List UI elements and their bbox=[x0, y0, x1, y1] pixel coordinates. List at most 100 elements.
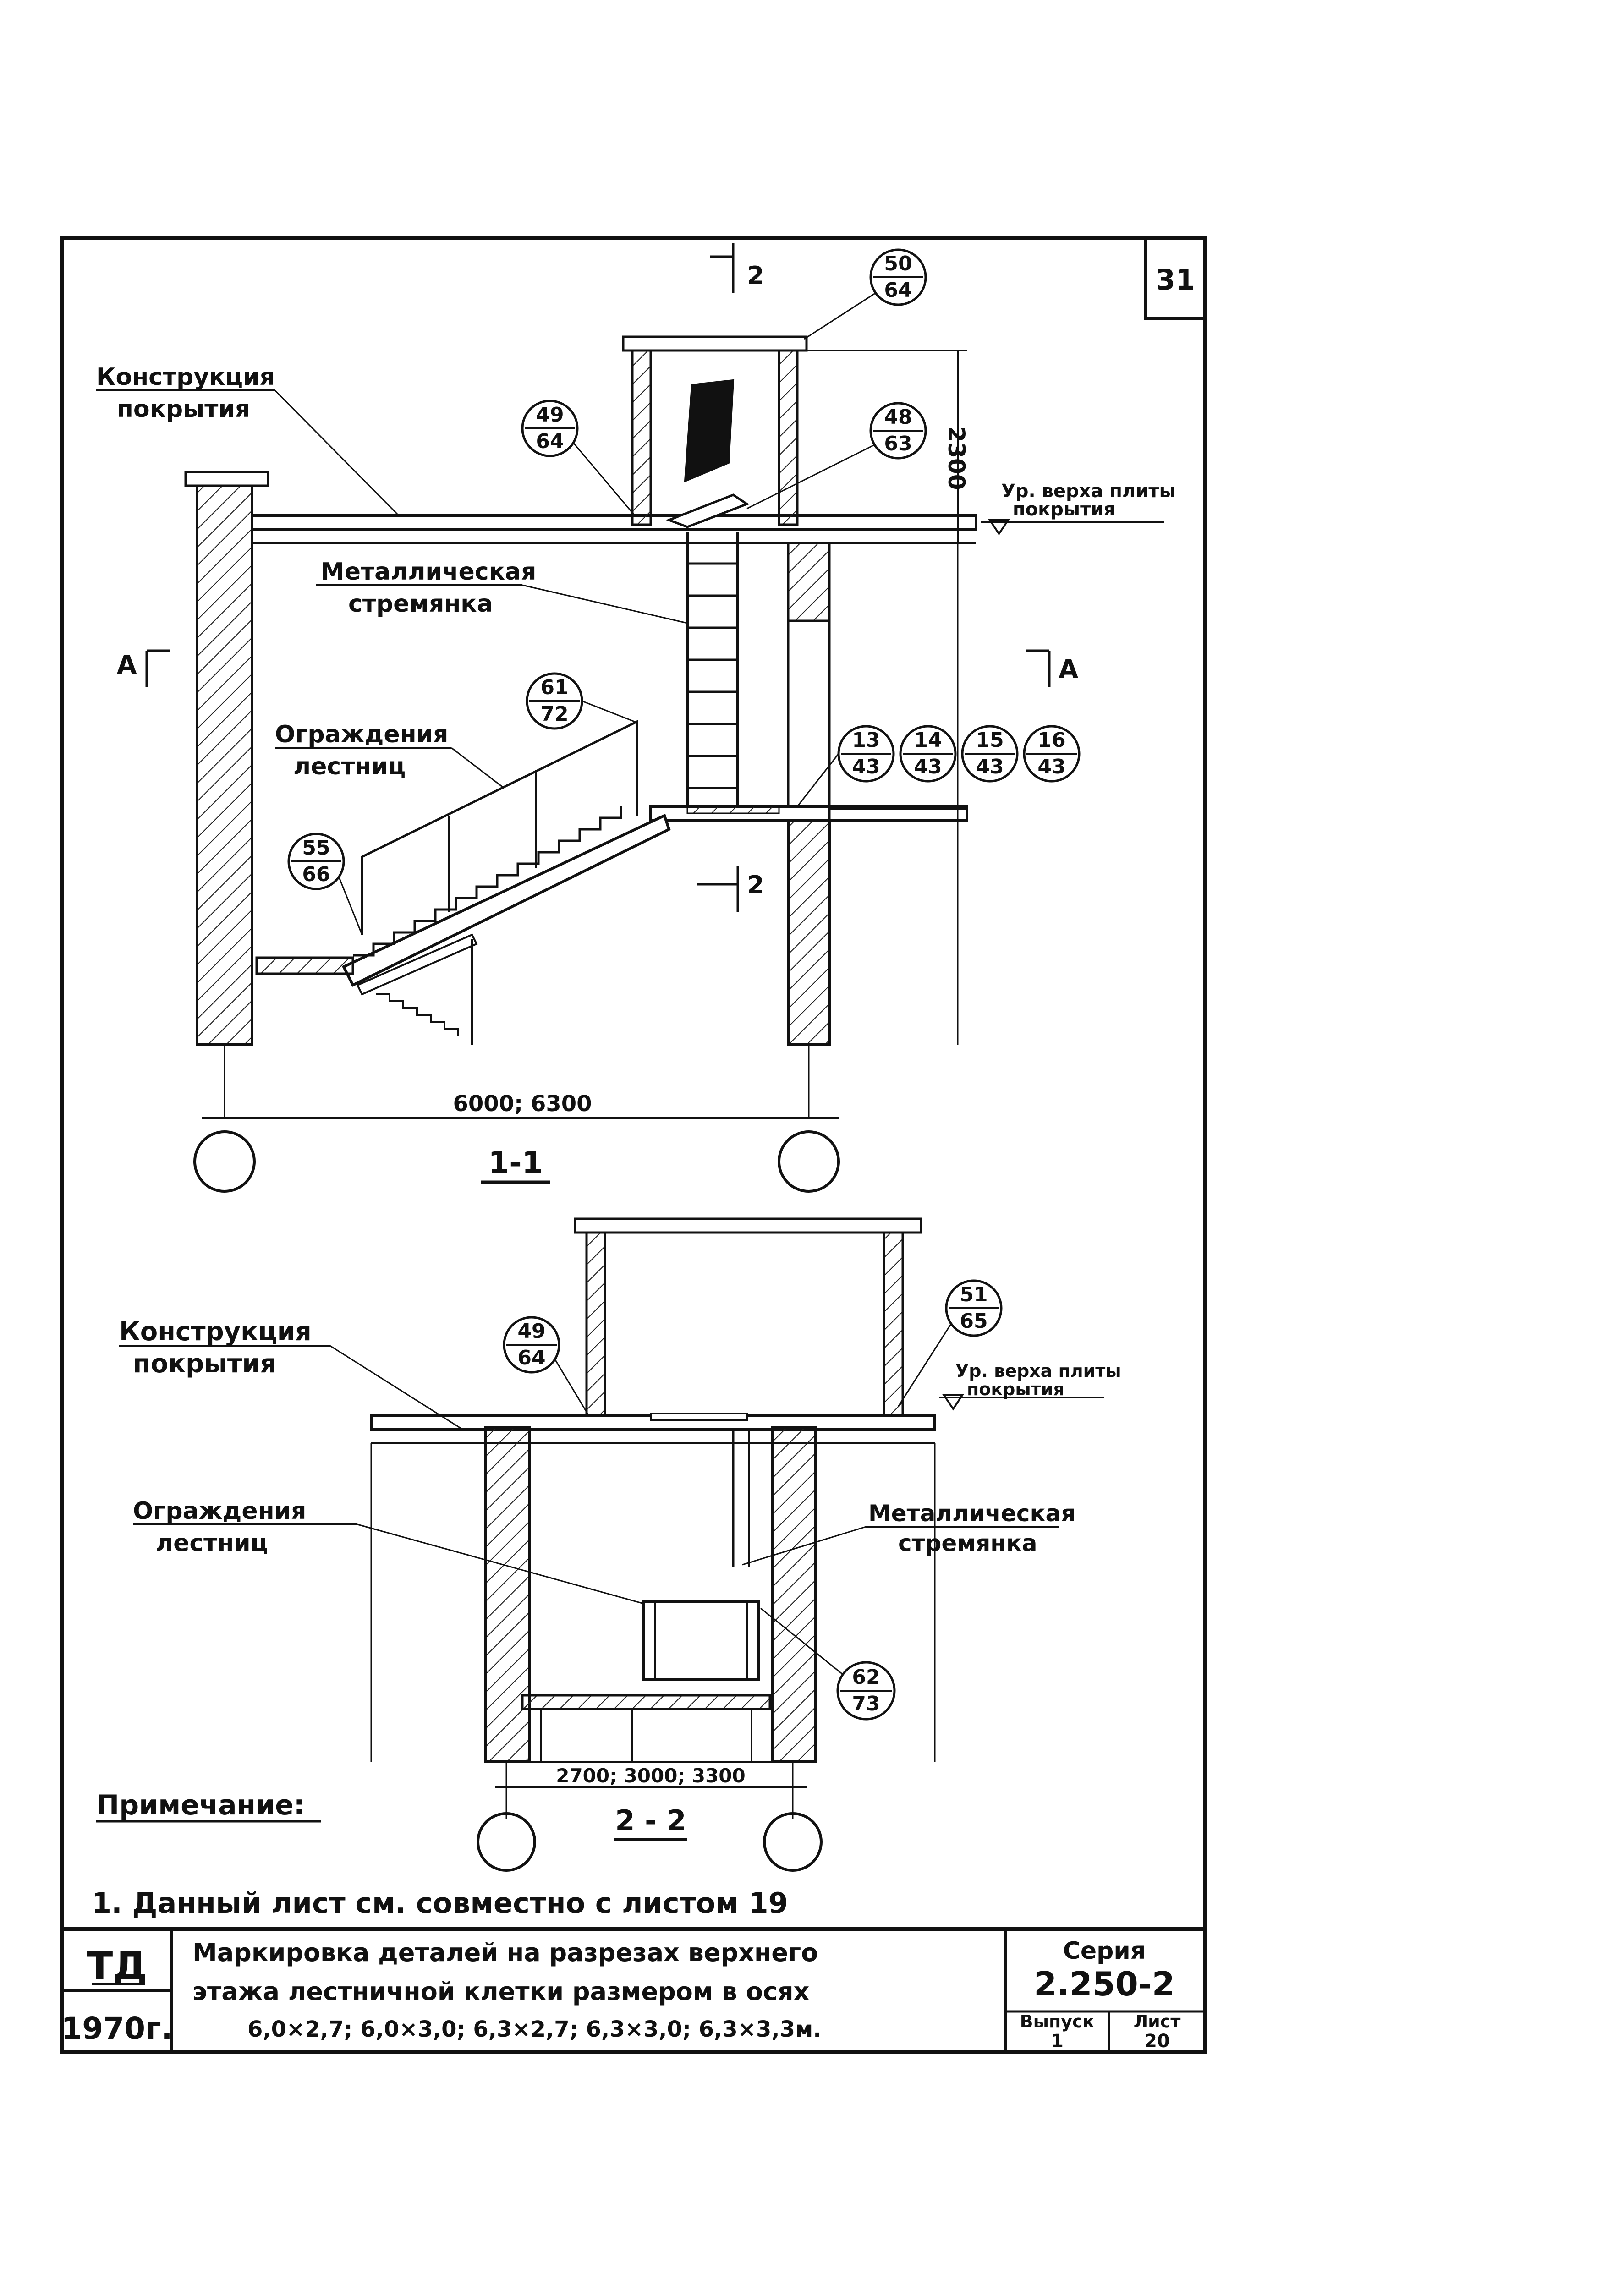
axis-circle-2-2-left bbox=[477, 1812, 536, 1872]
metal-ladder bbox=[686, 532, 739, 806]
svg-text:64: 64 bbox=[884, 279, 912, 302]
exit-housing-right-wall bbox=[778, 349, 799, 526]
callout-16-43: 16 43 bbox=[1023, 725, 1081, 783]
callout-55-66: 55 66 bbox=[287, 833, 363, 935]
svg-text:А: А bbox=[117, 650, 137, 680]
svg-text:43: 43 bbox=[852, 755, 880, 778]
exit-housing-2-2-cap bbox=[574, 1217, 922, 1234]
label-railing-1-line2: лестниц bbox=[293, 753, 406, 780]
note-block: Примечание: 1. Данный лист см. совместно… bbox=[92, 1789, 788, 1920]
landing-floor-strip bbox=[686, 806, 780, 814]
svg-text:49: 49 bbox=[536, 403, 564, 427]
svg-text:66: 66 bbox=[302, 863, 330, 886]
callout-61-72: 61 72 bbox=[526, 672, 635, 730]
callout-51-65: 51 65 bbox=[897, 1279, 1003, 1407]
label-ladder-2-line1: Металлическая bbox=[868, 1500, 1075, 1527]
label-railing-1-line1: Ограждения bbox=[275, 721, 448, 748]
axis-circle-right bbox=[778, 1130, 840, 1193]
stair-railing bbox=[361, 719, 638, 935]
label-ladder-2-line2: стремянка bbox=[898, 1530, 1037, 1556]
shaft-left-wall bbox=[484, 1426, 531, 1763]
right-floor-slab bbox=[828, 807, 968, 822]
level-label-line-1: Ур. верха плиты bbox=[1001, 481, 1176, 502]
svg-text:55: 55 bbox=[302, 836, 330, 860]
note-item-1: 1. Данный лист см. совместно с листом 19 bbox=[92, 1886, 788, 1920]
callout-14-43: 14 43 bbox=[899, 725, 957, 783]
exit-housing-2-2-left-wall bbox=[586, 1232, 606, 1417]
level-marker-1-1: Ур. верха плиты покрытия bbox=[981, 481, 1176, 536]
label-roof-1-line2: покрытия bbox=[117, 395, 250, 423]
level-label-line-2: покрытия bbox=[1013, 499, 1115, 520]
svg-text:2: 2 bbox=[747, 871, 764, 899]
svg-text:50: 50 bbox=[884, 252, 912, 275]
svg-text:72: 72 bbox=[540, 702, 568, 726]
svg-text:13: 13 bbox=[852, 729, 880, 752]
left-wall-cap bbox=[184, 471, 269, 487]
svg-text:43: 43 bbox=[1037, 755, 1065, 778]
shaft-right-wall bbox=[771, 1426, 817, 1763]
callout-48-63: 48 63 bbox=[746, 402, 927, 510]
svg-text:73: 73 bbox=[852, 1692, 880, 1715]
issue-value: 1 bbox=[1051, 2031, 1064, 2052]
exit-door bbox=[684, 379, 735, 483]
dim-span-2-2: 2700; 3000; 3300 bbox=[556, 1764, 746, 1787]
svg-text:покрытия: покрытия bbox=[967, 1379, 1064, 1399]
exit-hatch bbox=[666, 493, 750, 528]
series-value: 2.250-2 bbox=[1034, 1965, 1175, 2003]
section-1-1: 6000; 6300 1-1 2300 Ур. верха плиты покр… bbox=[96, 243, 1176, 1193]
label-railing-2-line2: лестниц bbox=[156, 1529, 268, 1557]
sheet-number: 31 bbox=[1156, 263, 1195, 296]
svg-text:61: 61 bbox=[540, 676, 568, 699]
svg-text:Ур. верха плиты: Ур. верха плиты bbox=[955, 1361, 1121, 1381]
axis-circle-2-2-right bbox=[763, 1812, 823, 1872]
title-line-2: этажа лестничной клетки размером в осях bbox=[192, 1977, 810, 2006]
note-heading: Примечание: bbox=[96, 1789, 305, 1821]
exit-housing-cap bbox=[622, 335, 808, 352]
svg-text:64: 64 bbox=[536, 430, 564, 453]
sheet-value: 20 bbox=[1144, 2031, 1170, 2052]
exit-housing-2-2-right-wall bbox=[883, 1232, 904, 1417]
callout-49-64-2: 49 64 bbox=[503, 1316, 590, 1416]
label-ladder-1-line1: Металлическая bbox=[321, 558, 536, 586]
exit-housing-left-wall bbox=[631, 349, 652, 526]
sheet-frame bbox=[60, 236, 1207, 2054]
section-2-2: 2700; 3000; 3300 2 - 2 Ур. верха плиты п… bbox=[119, 1217, 1121, 1872]
issue-label: Выпуск bbox=[1020, 2011, 1095, 2032]
section-title-2-2: 2 - 2 bbox=[615, 1804, 686, 1837]
cut-mark-2-mid: 2 bbox=[697, 866, 764, 912]
left-wall bbox=[196, 477, 253, 1046]
section-title-1-1: 1-1 bbox=[488, 1145, 543, 1180]
label-roof-2-line2: покрытия bbox=[133, 1349, 277, 1379]
sheet-number-box: 31 bbox=[1144, 237, 1207, 320]
callout-50-64: 50 64 bbox=[804, 248, 927, 340]
svg-text:43: 43 bbox=[914, 755, 942, 778]
svg-text:2: 2 bbox=[747, 261, 764, 290]
title-line-1: Маркировка деталей на разрезах верхнего bbox=[192, 1938, 818, 1967]
label-railing-2-line1: Ограждения bbox=[133, 1497, 306, 1525]
svg-text:64: 64 bbox=[517, 1346, 545, 1370]
label-roof-1-line1: Конструкция bbox=[96, 363, 275, 391]
callout-49-64: 49 64 bbox=[521, 400, 636, 516]
cut-mark-a-left: А bbox=[117, 649, 170, 687]
roof-slab bbox=[251, 514, 977, 531]
sheet-label: Лист bbox=[1134, 2011, 1181, 2032]
dim-span-1-1: 6000; 6300 bbox=[453, 1091, 592, 1117]
exit-housing-2-2 bbox=[585, 1231, 904, 1417]
svg-text:63: 63 bbox=[884, 432, 912, 455]
cut-mark-2-top: 2 bbox=[710, 243, 764, 293]
callout-15-43: 15 43 bbox=[961, 725, 1019, 783]
svg-text:51: 51 bbox=[960, 1283, 988, 1306]
label-roof-2-line1: Конструкция bbox=[119, 1317, 312, 1347]
svg-text:62: 62 bbox=[852, 1666, 880, 1689]
right-wall-lower bbox=[787, 819, 831, 1046]
svg-text:49: 49 bbox=[517, 1320, 545, 1343]
title-line-3: 6,0×2,7; 6,0×3,0; 6,3×2,7; 6,3×3,0; 6,3×… bbox=[247, 2016, 822, 2042]
series-label: Серия bbox=[1063, 1937, 1146, 1965]
dim-height-2300: 2300 bbox=[943, 426, 970, 490]
svg-text:65: 65 bbox=[960, 1310, 988, 1333]
label-ladder-1-line2: стремянка bbox=[348, 590, 493, 618]
svg-text:15: 15 bbox=[976, 729, 1004, 752]
org-stamp: ТД bbox=[87, 1944, 147, 1989]
level-marker-2-2: Ур. верха плиты покрытия bbox=[939, 1361, 1121, 1411]
